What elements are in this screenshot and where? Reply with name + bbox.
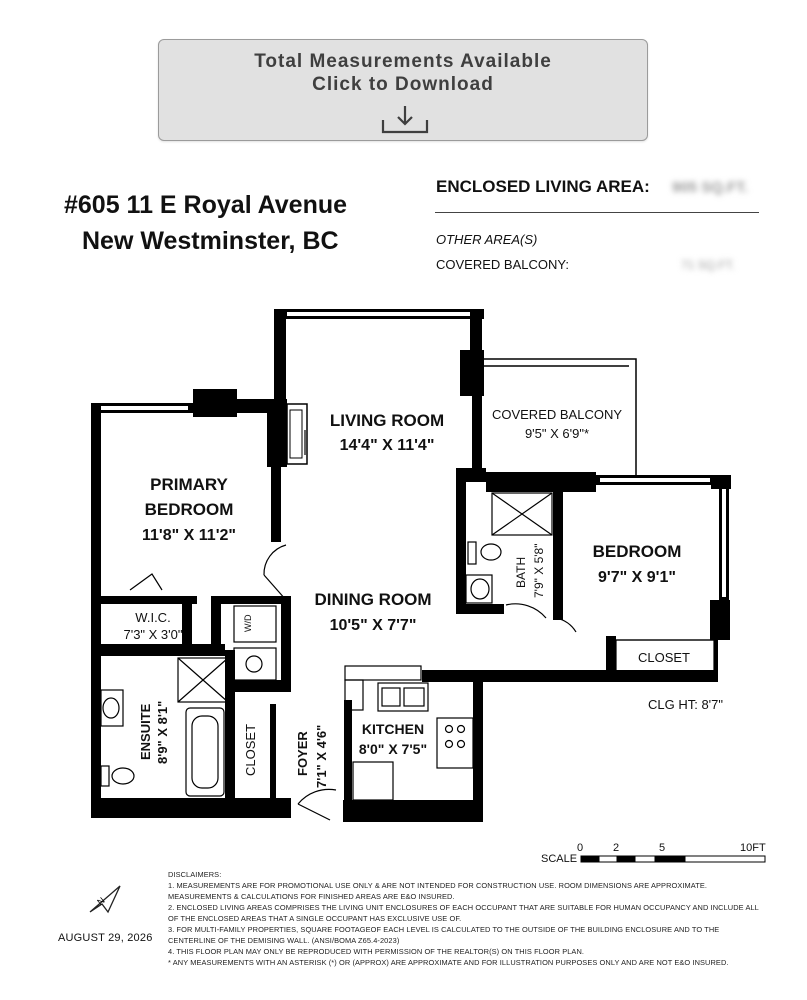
foyer-closet-label: CLOSET [243,724,258,776]
bedroom-closet-label: CLOSET [638,650,690,665]
disclaimer-1: 1. MEASUREMENTS ARE FOR PROMOTIONAL USE … [168,881,708,901]
scale-tick-5: 5 [659,842,666,854]
ensuite-name: ENSUITE [138,703,153,760]
dining-room-name: DINING ROOM [314,590,431,609]
disclaimer-heading: DISCLAIMERS: [168,870,222,879]
north-arrow-icon: N [89,885,121,914]
wic-name: W.I.C. [135,610,170,625]
covered-balcony-name: COVERED BALCONY [492,407,622,422]
address-line-1: #605 11 E Royal Avenue [64,191,348,219]
download-measurements-button[interactable]: Total Measurements Available Click to Do… [158,39,648,141]
wic-size: 7'3" X 3'0" [123,627,182,642]
dining-room-size: 10'5" X 7'7" [330,617,417,634]
living-room-name: LIVING ROOM [330,411,444,430]
primary-bedroom-name-2: BEDROOM [145,500,234,519]
north-letter: N [95,895,106,907]
living-room-size: 14'4" X 11'4" [340,437,435,454]
other-areas-heading: OTHER AREA(S) [436,232,538,247]
scale-tick-0: 0 [577,842,584,854]
bath-size: 7'9" X 5'8" [532,544,546,598]
fixtures [100,430,715,821]
ensuite-size: 8'9" X 8'1" [155,701,170,764]
plan-date: AUGUST 29, 2026 [58,932,153,944]
address-line-2: New Westminster, BC [82,227,339,255]
bath-name: BATH [514,557,528,588]
scale-tick-10: 10FT [740,842,766,854]
foyer-size: 7'1" X 4'6" [314,725,329,788]
covered-balcony-value: 71 SQ.FT. [681,258,736,272]
download-icon [381,106,429,134]
kitchen-name: KITCHEN [362,721,424,737]
scale-bar [580,855,766,863]
download-button-title: Total Measurements Available [254,51,552,72]
disclaimer-2: 2. ENCLOSED LIVING AREAS COMPRISES THE L… [168,903,759,923]
covered-balcony-label: COVERED BALCONY: [436,257,569,272]
room-labels: LIVING ROOM 14'4" X 11'4" COVERED BALCON… [123,407,690,788]
primary-bedroom-name-1: PRIMARY [150,475,228,494]
disclaimer-4: 4. THIS FLOOR PLAN MAY ONLY BE REPRODUCE… [168,947,585,956]
enclosed-area-value: 905 SQ.FT. [672,179,748,196]
scale-tick-2: 2 [613,842,620,854]
disclaimer-3: 3. FOR MULTI-FAMILY PROPERTIES, SQUARE F… [168,925,720,945]
area-divider [435,212,759,213]
washer-dryer-label: W/D [243,614,253,632]
covered-balcony-size: 9'5" X 6'9"* [525,426,589,441]
scale-label: SCALE [541,853,578,865]
disclaimers: DISCLAIMERS: 1. MEASUREMENTS ARE FOR PRO… [168,869,768,968]
ceiling-height: CLG HT: 8'7" [648,697,724,712]
enclosed-area-title: ENCLOSED LIVING AREA: [436,177,650,196]
primary-bedroom-size: 11'8" X 11'2" [142,527,236,544]
disclaimer-asterisk: * ANY MEASUREMENTS WITH AN ASTERISK (*) … [168,958,729,967]
bedroom-size: 9'7" X 9'1" [598,569,676,586]
floor-plan-walls [91,309,731,822]
kitchen-size: 8'0" X 7'5" [359,741,427,757]
bedroom-name: BEDROOM [593,542,682,561]
balcony-outline [482,358,637,478]
download-button-subtitle: Click to Download [312,74,494,95]
foyer-name: FOYER [295,731,310,776]
